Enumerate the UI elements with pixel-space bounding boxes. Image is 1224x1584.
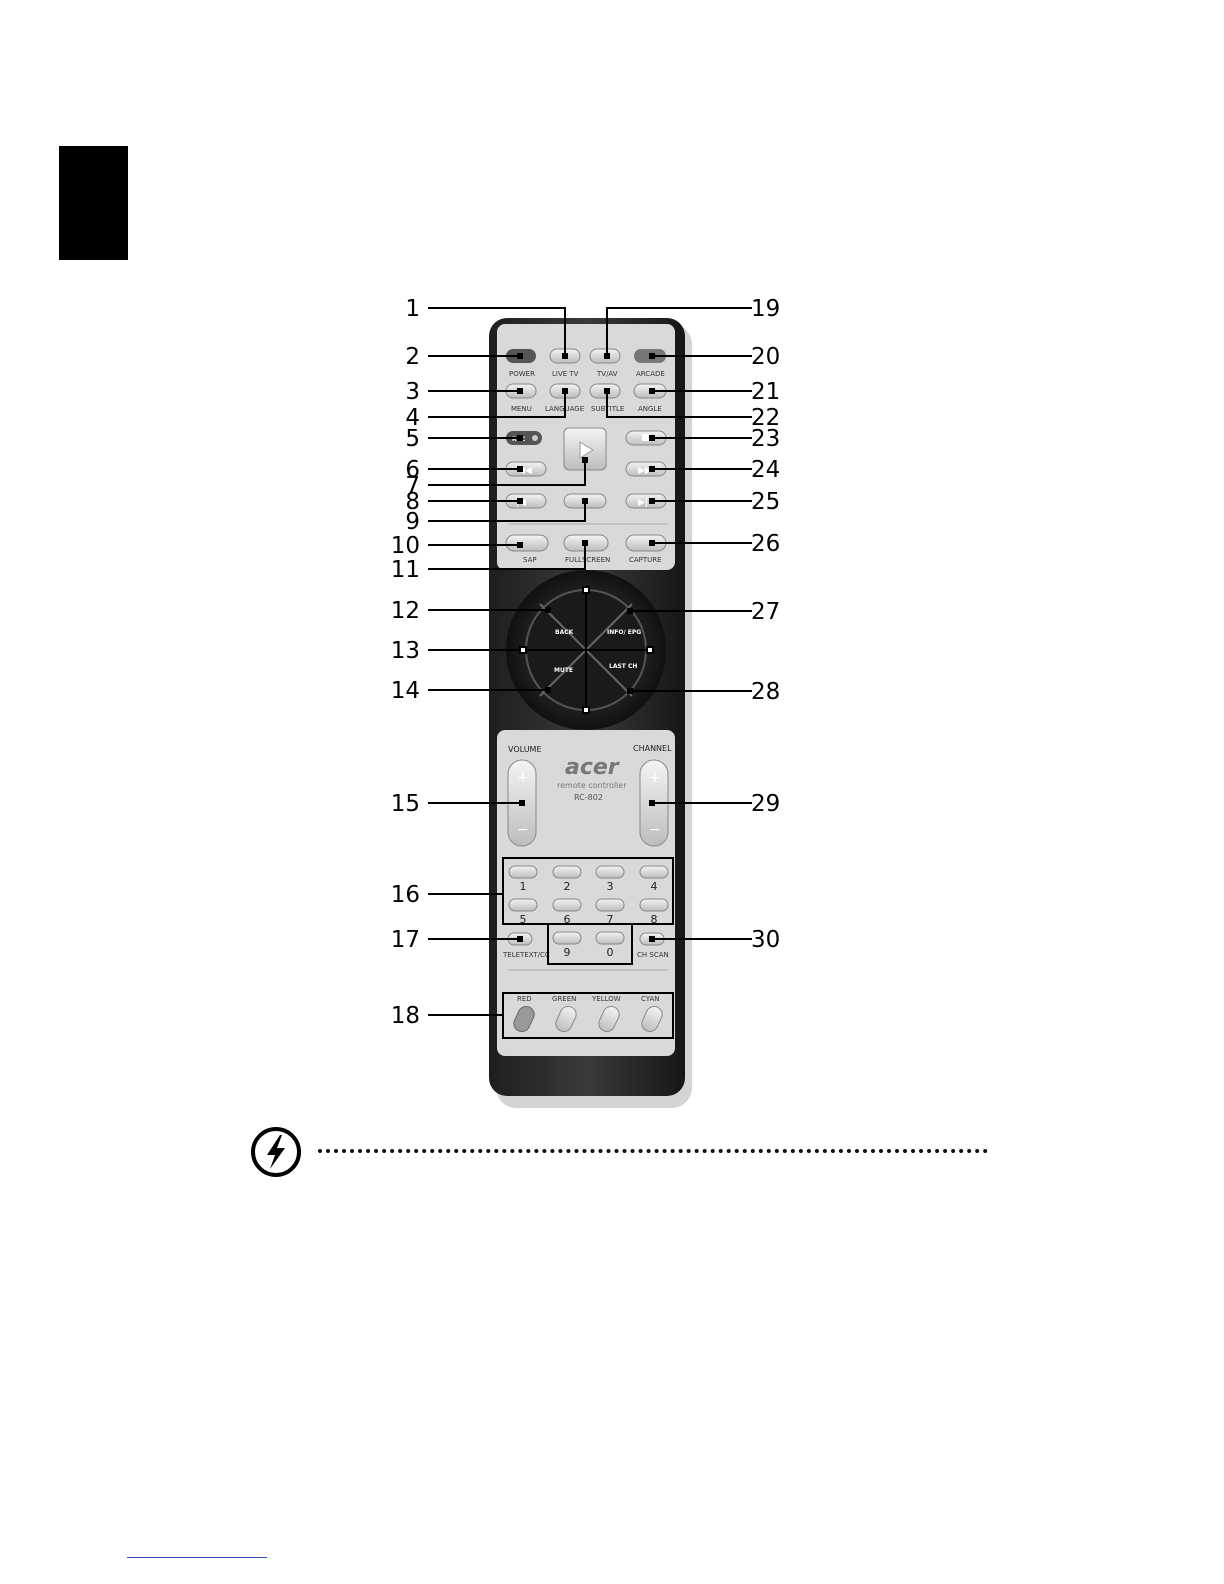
callout-lines (428, 307, 752, 1016)
lightning-warning-icon (251, 1127, 301, 1177)
number-label-9: 9 (564, 946, 571, 959)
mute-label: MUTE (554, 667, 573, 674)
number-label-6: 6 (564, 913, 571, 926)
cyan-label: CYAN (641, 995, 660, 1003)
red-button (513, 1005, 535, 1033)
next-icon: ▶| (638, 498, 648, 508)
sap-label: SAP (523, 556, 537, 564)
callout-4: 4 (405, 405, 420, 431)
callout-26: 26 (751, 531, 780, 557)
number-label-7: 7 (607, 913, 614, 926)
number-button-5 (508, 898, 538, 912)
info-epg-label: INFO/ EPG (607, 629, 641, 636)
last-ch-label: LAST CH (609, 663, 637, 670)
callout-19: 19 (751, 296, 780, 322)
number-label-2: 2 (564, 880, 571, 893)
callout-16: 16 (391, 882, 420, 908)
callout-25: 25 (751, 489, 780, 515)
remote-bottom-panel (497, 730, 675, 1056)
model-line-2: RC-802 (574, 793, 603, 802)
callout-14: 14 (391, 678, 420, 704)
callout-3: 3 (405, 379, 420, 405)
callout-1: 1 (405, 296, 420, 322)
menu-label: MENU (511, 405, 532, 413)
warning-dotted-rule (318, 1149, 988, 1153)
angle-label: ANGLE (638, 405, 662, 413)
number-label-8: 8 (651, 913, 658, 926)
callout-24: 24 (751, 457, 780, 483)
callout-23: 23 (751, 426, 780, 452)
callout-8: 8 (405, 489, 420, 515)
callout-29: 29 (751, 791, 780, 817)
number-button-4 (639, 865, 669, 879)
number-label-0: 0 (607, 946, 614, 959)
number-pad: 1 2 3 4 5 6 7 8 9 0 (508, 865, 669, 959)
callout-13: 13 (391, 638, 420, 664)
callout-28: 28 (751, 679, 780, 705)
callout-27: 27 (751, 599, 780, 625)
number-button-6 (552, 898, 582, 912)
callout-6: 6 (405, 457, 420, 483)
number-button-3 (595, 865, 625, 879)
callout-9: 9 (405, 509, 420, 535)
number-label-1: 1 (520, 880, 527, 893)
callout-30: 30 (751, 927, 780, 953)
channel-plus: + (649, 770, 661, 786)
live-tv-label: LIVE TV (552, 370, 579, 378)
number-button-2 (552, 865, 582, 879)
sap-button (505, 534, 549, 552)
volume-plus: + (517, 770, 529, 786)
green-button (555, 1005, 577, 1033)
arcade-label: ARCADE (636, 370, 665, 378)
number-label-4: 4 (651, 880, 658, 893)
callout-15: 15 (391, 791, 420, 817)
callout-22: 22 (751, 405, 780, 431)
callout-10: 10 (391, 533, 420, 559)
volume-minus: − (517, 822, 529, 838)
yellow-label: YELLOW (591, 995, 621, 1003)
green-label: GREEN (552, 995, 576, 1003)
callout-7: 7 (405, 473, 420, 499)
number-label-5: 5 (520, 913, 527, 926)
tv-av-label: TV/AV (596, 370, 618, 378)
fast-forward-icon: ▶▶ (638, 466, 652, 476)
callout-endpoints (517, 353, 655, 942)
channel-minus: − (649, 822, 661, 838)
number-button-1 (508, 865, 538, 879)
model-line-1: remote controller (557, 781, 627, 790)
red-label: RED (517, 995, 532, 1003)
number-button-0 (595, 931, 625, 945)
callout-12: 12 (391, 598, 420, 624)
ch-scan-label: CH SCAN (637, 951, 669, 959)
fullscreen-label: FULLSCREEN (565, 556, 610, 564)
channel-label: CHANNEL (633, 744, 672, 753)
number-button-9 (552, 931, 582, 945)
back-label: BACK (555, 629, 574, 636)
power-label: POWER (509, 370, 535, 378)
chapter-tab-block (59, 146, 128, 260)
volume-label: VOLUME (508, 745, 542, 754)
callout-11: 11 (391, 557, 420, 583)
acer-logo: acer (565, 755, 620, 780)
callout-5: 5 (405, 426, 420, 452)
yellow-button (598, 1005, 620, 1033)
number-button-8 (639, 898, 669, 912)
capture-label: CAPTURE (629, 556, 662, 564)
play-icon (579, 441, 594, 459)
teletext-label: TELETEXT/CC (502, 951, 550, 959)
stop-icon (642, 434, 649, 441)
cyan-button (641, 1005, 663, 1033)
number-button-7 (595, 898, 625, 912)
callout-17: 17 (391, 927, 420, 953)
callout-20: 20 (751, 344, 780, 370)
number-label-3: 3 (607, 880, 614, 893)
callout-2: 2 (405, 344, 420, 370)
callout-21: 21 (751, 379, 780, 405)
rec-button (506, 431, 542, 445)
rewind-icon: ◀◀ (518, 466, 532, 476)
footer-rule (127, 1557, 267, 1558)
callout-18: 18 (391, 1003, 420, 1029)
